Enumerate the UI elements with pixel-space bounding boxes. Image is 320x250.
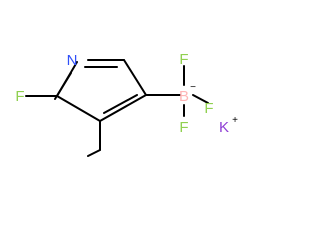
- bond-methyl-end: [87, 149, 101, 157]
- structure-canvas: N F B − F F F K +: [15, 51, 239, 157]
- atom-fluorine-top: F: [179, 51, 188, 68]
- potassium-charge: +: [232, 115, 238, 126]
- bond-c4-c3: [123, 59, 147, 96]
- bond-c5-c4-inner: [103, 94, 138, 114]
- atom-boron: B: [179, 88, 189, 105]
- molecule-diagram: N F B − F F F K +: [15, 51, 238, 157]
- atom-fluorine-bottom: F: [179, 119, 188, 136]
- atom-potassium: K: [219, 119, 229, 136]
- boron-charge: −: [190, 82, 196, 93]
- atom-fluorine-ring: F: [15, 88, 24, 105]
- atom-fluorine-right: F: [204, 100, 213, 117]
- bond-n-c6-inner: [54, 72, 72, 100]
- atom-nitrogen: N: [67, 52, 78, 69]
- bond-b-f-right: [192, 94, 209, 104]
- bond-c6-c5: [56, 95, 101, 122]
- bond-c5-c4: [99, 94, 147, 122]
